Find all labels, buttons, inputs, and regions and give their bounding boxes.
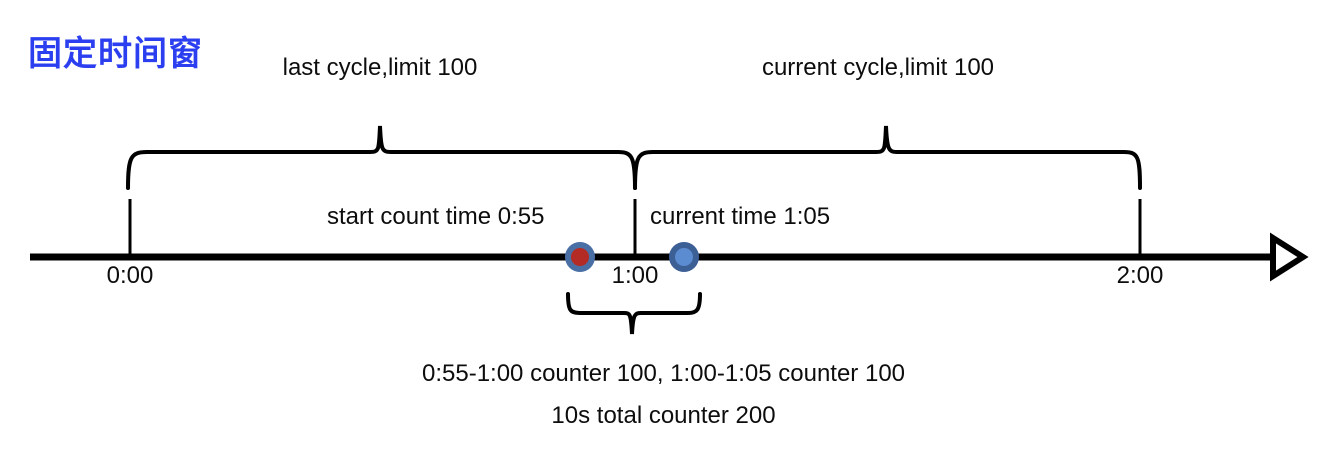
current-cycle-label: current cycle,limit 100: [761, 54, 995, 81]
window-brace: [566, 292, 702, 335]
current-time-label: current time 1:05: [650, 203, 831, 230]
page-title: 固定时间窗: [28, 35, 203, 73]
total-counter-text: 10s total counter 200: [551, 402, 776, 429]
axis-tick-label-1-00: 1:00: [611, 262, 659, 289]
start-count-time-label: start count time 0:55: [327, 203, 545, 230]
counter-breakdown-text: 0:55-1:00 counter 100, 1:00-1:05 counter…: [421, 360, 906, 387]
last-cycle-brace: [126, 125, 637, 190]
last-cycle-label: last cycle,limit 100: [282, 54, 478, 81]
axis-tick-label-2-00: 2:00: [1116, 262, 1164, 289]
current-cycle-brace: [633, 125, 1142, 190]
axis-tick-label-0-00: 0:00: [106, 262, 154, 289]
timeline-arrow-icon: [1270, 232, 1309, 282]
